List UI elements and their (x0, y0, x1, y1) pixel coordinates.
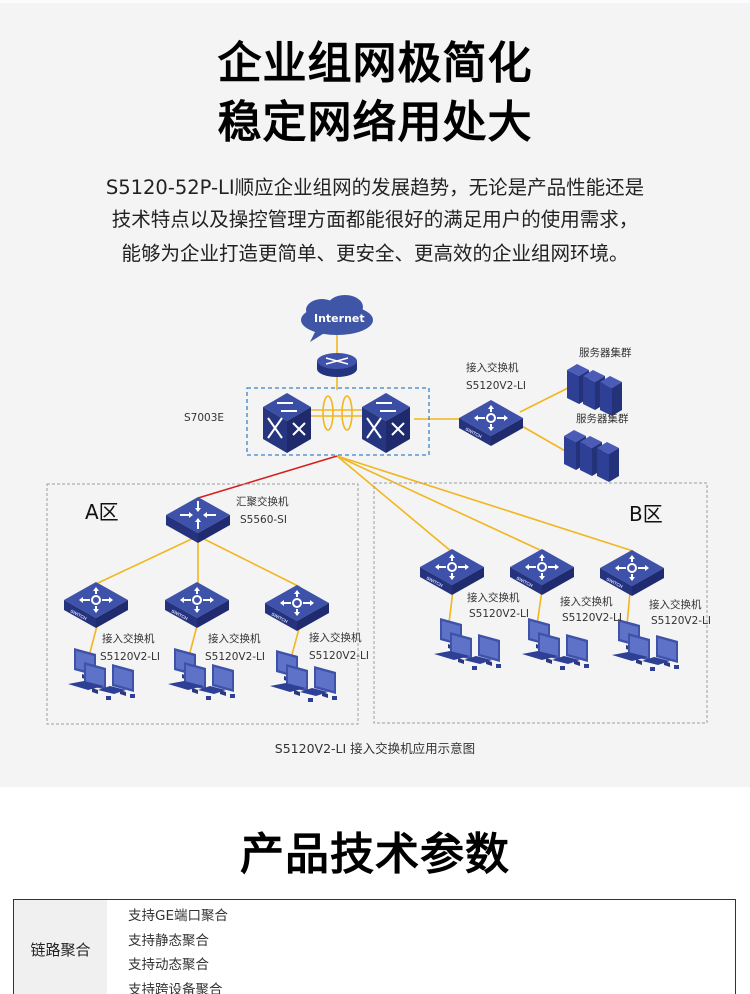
zone-a-access-2-role: 接入交换机 (208, 633, 261, 645)
zone-a-box (46, 483, 359, 725)
zone-a-access-1-role: 接入交换机 (102, 633, 155, 645)
zone-b-access-2-role: 接入交换机 (560, 596, 613, 608)
core-group-box (246, 387, 430, 456)
zone-b-access-1-model: S5120V2-LI (469, 608, 529, 620)
core-switch-icon (361, 392, 411, 454)
server-cluster-icon (564, 430, 619, 482)
top-divider (0, 0, 750, 3)
spec-row-values: 支持GE端口聚合 支持静态聚合 支持动态聚合 支持跨设备聚合 (107, 900, 735, 994)
spec-row-key: 链路聚合 (14, 900, 107, 994)
hero-section: 企业组网极简化 稳定网络用处大 S5120-52P-LI顺应企业组网的发展趋势，… (0, 0, 750, 787)
spec-value: 支持GE端口聚合 (128, 908, 228, 924)
pc-group-icon (434, 618, 501, 670)
diagram-caption: S5120V2-LI 接入交换机应用示意图 (274, 741, 476, 756)
spec-value: 支持动态聚合 (128, 957, 209, 973)
internet-label: Internet (314, 312, 365, 325)
description-line-3: 能够为企业打造更简单、更安全、更高效的企业组网环境。 (121, 242, 629, 265)
core-switch-icon (262, 392, 312, 454)
zone-b-access-1-role: 接入交换机 (467, 592, 520, 604)
zone-a-access-1-model: S5120V2-LI (100, 651, 160, 663)
access-switch-icon (264, 584, 330, 632)
aggregation-role: 汇聚交换机 (236, 496, 289, 508)
access-switch-icon (164, 581, 230, 629)
zone-b-access-3-role: 接入交换机 (649, 599, 702, 611)
access-switch-icon (63, 581, 129, 629)
network-diagram-svg: SWITCH (46, 295, 708, 725)
hero-title-line-2: 稳定网络用处大 (217, 97, 533, 148)
zone-b-access-2-model: S5120V2-LI (562, 612, 622, 624)
zone-b-label: B区 (629, 502, 663, 526)
zone-b-box (373, 482, 708, 724)
spec-value: 支持静态聚合 (128, 932, 209, 949)
description-line-2: 技术特点以及操控管理方面都能很好的满足用户的使用需求， (111, 208, 639, 231)
core-switch-label: S7003E (184, 412, 225, 424)
zone-a-access-3-model: S5120V2-LI (309, 650, 369, 662)
zone-a-label: A区 (85, 500, 119, 524)
aggregation-model: S5560-SI (240, 514, 287, 526)
specs-table: 链路聚合 支持GE端口聚合 支持静态聚合 支持动态聚合 支持跨设备聚合 (13, 899, 736, 994)
description-line-1: S5120-52P-LI顺应企业组网的发展趋势，无论是产品性能还是 (105, 176, 645, 199)
network-diagram: SWITCH (0, 290, 750, 740)
spec-value: 支持跨设备聚合 (128, 981, 223, 994)
internet-cloud-icon (301, 295, 373, 342)
server-cluster-label-2: 服务器集群 (576, 413, 629, 425)
server-cluster-label-1: 服务器集群 (579, 347, 632, 359)
pc-group-icon (522, 618, 589, 670)
router-icon (317, 353, 357, 377)
access-switch-icon (419, 548, 485, 596)
aggregation-switch-icon (165, 496, 231, 544)
server-access-role: 接入交换机 (466, 362, 519, 374)
access-switch-icon (599, 549, 665, 597)
server-access-model: S5120V2-LI (466, 380, 526, 392)
zone-b-access-3-model: S5120V2-LI (651, 615, 711, 627)
zone-a-access-2-model: S5120V2-LI (205, 651, 265, 663)
zone-a-access-3-role: 接入交换机 (309, 632, 362, 644)
link-red (197, 455, 338, 499)
server-cluster-icon (567, 364, 622, 416)
server-access-switch-icon (458, 399, 524, 447)
hero-title-line-1: 企业组网极简化 (217, 38, 533, 89)
access-switch-icon (509, 548, 575, 596)
specs-title: 产品技术参数 (240, 829, 510, 880)
